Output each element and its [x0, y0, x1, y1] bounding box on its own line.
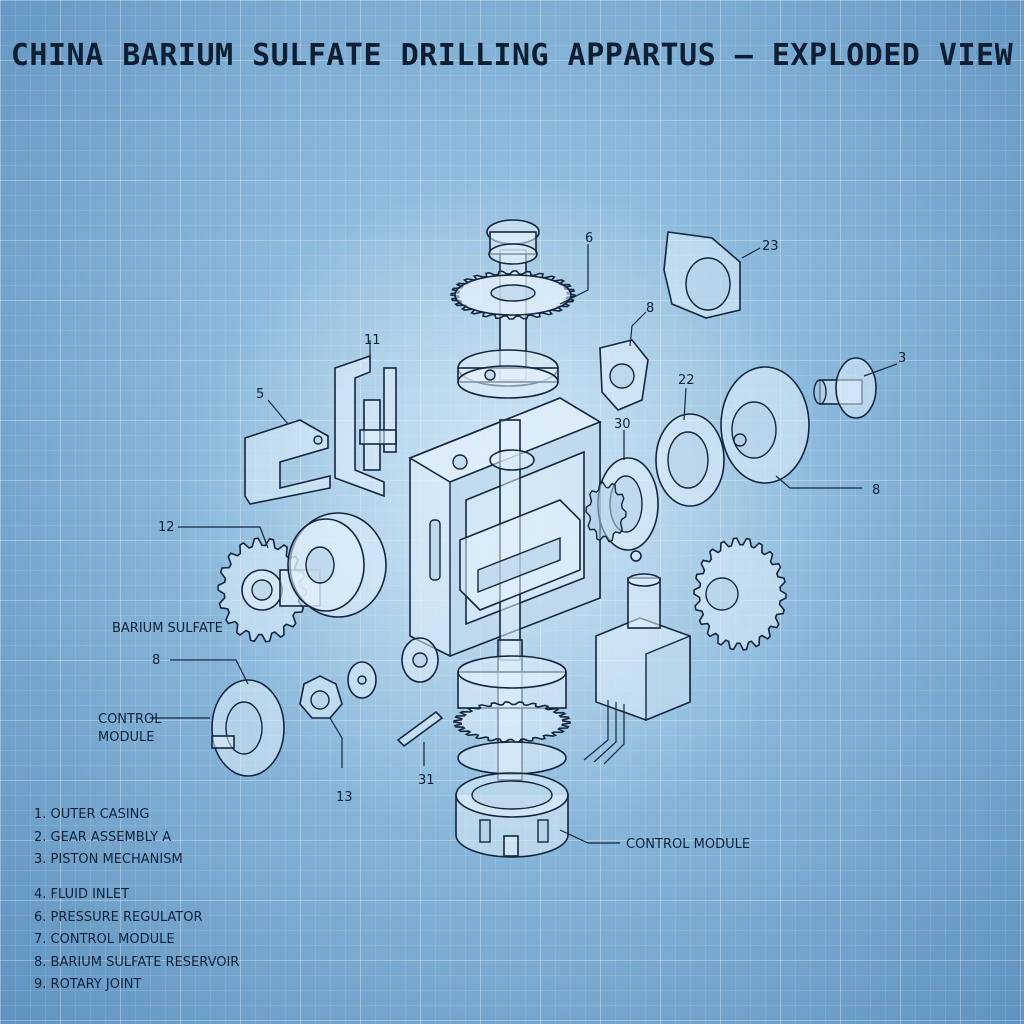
large-flange-disk [720, 366, 810, 484]
callout-12: 12 [158, 520, 175, 535]
legend-item: 8. BARIUM SULFATE RESERVOIR [34, 954, 240, 970]
legend-item: 4. FLUID INLET [34, 887, 130, 902]
outer-casing-frame [408, 397, 602, 661]
callout-6: 6 [585, 231, 593, 246]
right-gear-teeth [693, 537, 787, 651]
callout-8-left: 8 [152, 653, 160, 668]
legend-item: 7. CONTROL MODULE [34, 932, 175, 947]
small-flange [401, 637, 439, 683]
cover-plate-23 [663, 231, 741, 319]
label-control-module-line1: CONTROL [98, 712, 162, 727]
legend-item: 2. GEAR ASSEMBLY A [34, 829, 172, 845]
callout-5: 5 [256, 387, 264, 402]
washer [347, 661, 377, 699]
callout-13: 13 [336, 790, 353, 805]
bottom-gear-stack [453, 639, 571, 858]
callout-31: 31 [418, 773, 435, 788]
legend-item: 6. PRESSURE REGULATOR [34, 909, 203, 925]
vertical-bracket [334, 354, 397, 498]
reservoir-flange-8 [211, 679, 285, 777]
callout-8-top: 8 [646, 301, 654, 316]
left-gear-clutch [217, 512, 387, 643]
diagram-title: CHINA BARIUM SULFATE DRILLING APPARTUS –… [10, 38, 1014, 73]
callout-labels: 6 23 8 3 11 5 22 30 8 12 BARIUM SULFATE … [98, 231, 906, 852]
legend-group-2: 4. FLUID INLET 6. PRESSURE REGULATOR 7. … [34, 884, 239, 997]
bearing-ring-22 [655, 413, 725, 507]
callout-23: 23 [762, 239, 779, 254]
nut-13 [299, 675, 343, 719]
angle-bracket [244, 419, 331, 505]
shaft-coupling-3 [813, 357, 877, 419]
label-control-module-bottom: CONTROL MODULE [626, 837, 750, 852]
callout-3: 3 [898, 351, 906, 366]
legend-item: 9. ROTARY JOINT [34, 977, 142, 992]
label-control-module-line2: MODULE [98, 730, 154, 745]
callout-22: 22 [678, 373, 695, 388]
callout-8-right: 8 [872, 483, 880, 498]
small-gear [585, 481, 627, 543]
top-gear-assembly [450, 219, 576, 399]
gear-outline [453, 701, 571, 743]
gear-outline [693, 537, 787, 651]
leader-lines [150, 244, 898, 844]
label-barium-sulfate: BARIUM SULFATE [112, 621, 223, 636]
bottom-gear-teeth [453, 701, 571, 743]
control-module-box [583, 573, 691, 765]
legend-item: 3. PISTON MECHANISM [34, 852, 183, 867]
legend-item: 1. OUTER CASING [34, 807, 150, 822]
bearing-assembly-30 [585, 457, 659, 562]
gear-outline [585, 481, 627, 543]
flange-plate-8 [599, 339, 649, 411]
legend-group-1: 1. OUTER CASING 2. GEAR ASSEMBLY A 3. PI… [34, 804, 183, 872]
callout-30: 30 [614, 417, 631, 432]
callout-11: 11 [364, 333, 381, 348]
bolt-31 [396, 710, 444, 748]
right-spur-gear [693, 537, 787, 651]
